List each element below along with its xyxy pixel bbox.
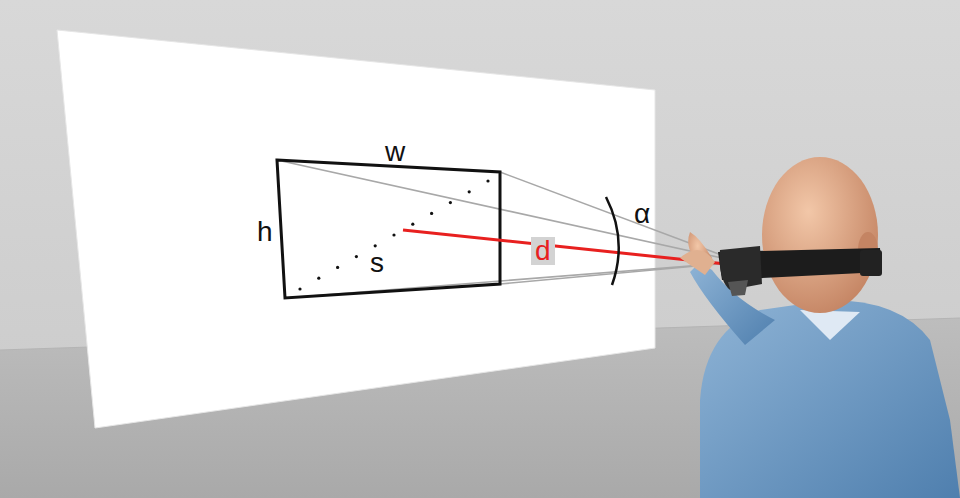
diagonal-label: s: [370, 249, 384, 277]
diagonal-dot: [317, 277, 320, 280]
diagonal-dot: [430, 212, 433, 215]
diagonal-dot: [392, 233, 395, 236]
diagonal-dot: [355, 255, 358, 258]
diagonal-dot: [374, 244, 377, 247]
diagonal-dot: [449, 201, 452, 204]
distance-label: d: [531, 237, 555, 265]
diagonal-dot: [486, 179, 489, 182]
height-label: h: [257, 218, 273, 246]
width-label: w: [385, 138, 405, 166]
angle-label: α: [634, 200, 650, 228]
diagonal-dot: [298, 287, 301, 290]
diagonal-dot: [468, 190, 471, 193]
diagonal-dot: [336, 266, 339, 269]
diagonal-dot: [411, 223, 414, 226]
